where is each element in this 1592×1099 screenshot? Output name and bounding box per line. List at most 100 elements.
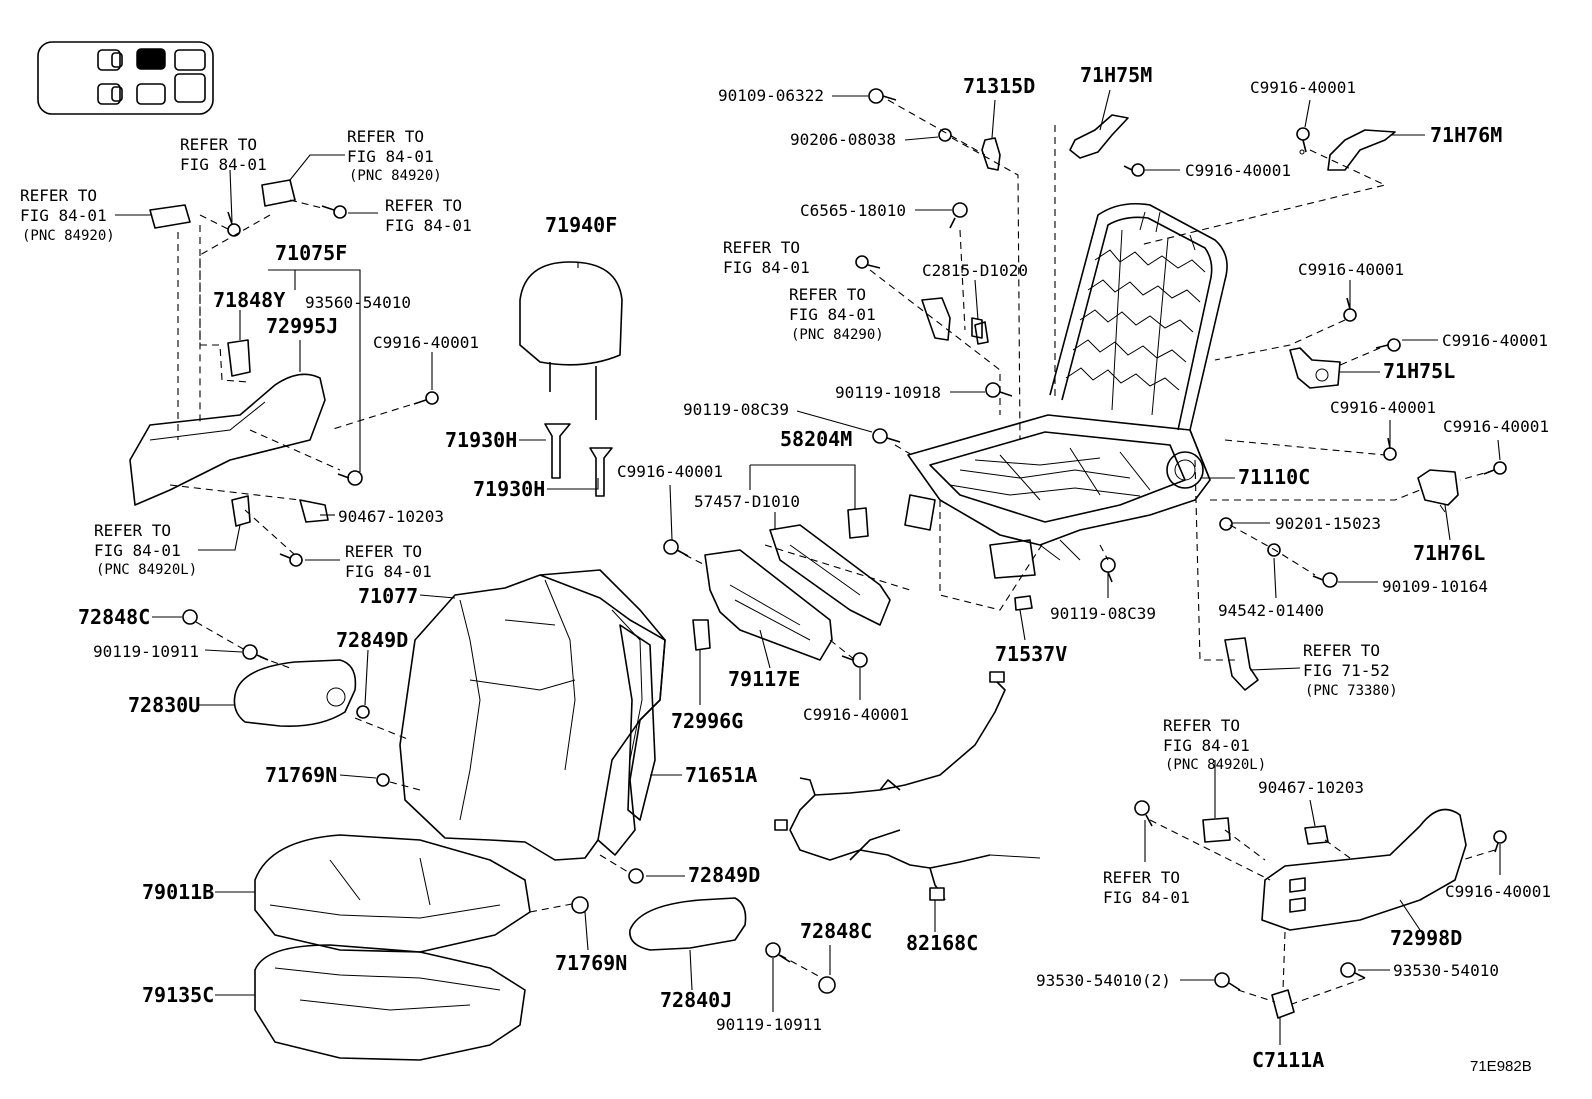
label-72848C-a: 72848C <box>78 605 150 629</box>
label-C9916-40001-79117: C9916-40001 <box>803 705 909 724</box>
label-93530-54010: 93530-54010 <box>1393 961 1499 980</box>
label-C9916-40001-left: C9916-40001 <box>373 333 479 352</box>
label-57457-D1010: 57457-D1010 <box>694 492 800 511</box>
label-71H76M: 71H76M <box>1430 123 1502 147</box>
fasteners-drawing <box>182 88 1507 994</box>
refer-note-6-line2: FIG 84-01 <box>345 562 432 581</box>
label-71848Y: 71848Y <box>213 288 285 312</box>
refer-note-3-line1: REFER TO <box>385 196 462 215</box>
seat-back-cover-drawing <box>399 569 666 861</box>
label-90109-10164: 90109-10164 <box>1382 577 1488 596</box>
label-C9916-40001-r1: C9916-40001 <box>1298 260 1404 279</box>
label-90119-10911-b: 90119-10911 <box>716 1015 822 1034</box>
label-C2815-D1020: C2815-D1020 <box>922 261 1028 280</box>
label-72848C-b: 72848C <box>800 919 872 943</box>
label-72849D-a: 72849D <box>336 628 408 652</box>
label-71769N-b: 71769N <box>555 951 627 975</box>
label-71077: 71077 <box>358 584 418 608</box>
refer-note-11-line1: REFER TO <box>1103 868 1180 887</box>
label-90467-10203-a: 90467-10203 <box>338 507 444 526</box>
label-71H76L: 71H76L <box>1413 541 1485 565</box>
label-90201-15023: 90201-15023 <box>1275 514 1381 533</box>
label-79011B: 79011B <box>142 880 214 904</box>
refer-note-8-line3: (PNC 84290) <box>791 327 884 343</box>
refer-note-1-line2: FIG 84-01 <box>180 155 267 174</box>
refer-note-2-line2: FIG 84-01 <box>347 147 434 166</box>
side-shield-inner-drawing <box>129 179 329 527</box>
label-71315D: 71315D <box>963 74 1035 98</box>
label-71930H-b: 71930H <box>473 477 545 501</box>
refer-note-9-line2: FIG 71-52 <box>1303 661 1390 680</box>
seat-locator-icon <box>37 41 214 115</box>
refer-note-5-line1: REFER TO <box>94 521 171 540</box>
refer-note-10-line3: (PNC 84920L) <box>1165 757 1266 773</box>
label-93560-54010: 93560-54010 <box>305 293 411 312</box>
diagram-code: 71E982B <box>1470 1058 1532 1075</box>
label-90119-10918: 90119-10918 <box>835 383 941 402</box>
label-71H75L: 71H75L <box>1383 359 1455 383</box>
label-71940F: 71940F <box>545 213 617 237</box>
label-71930H-a: 71930H <box>445 428 517 452</box>
label-82168C: 82168C <box>906 931 978 955</box>
refer-note-4-line1: REFER TO <box>20 186 97 205</box>
label-71075F: 71075F <box>275 241 347 265</box>
label-C9916-40001-r3: C9916-40001 <box>1330 398 1436 417</box>
misc-small-parts-drawing <box>921 149 1305 691</box>
label-C9916-40001-top2: C9916-40001 <box>1185 161 1291 180</box>
label-72996G: 72996G <box>671 709 743 733</box>
refer-note-7-line1: REFER TO <box>723 238 800 257</box>
refer-note-10-line1: REFER TO <box>1163 716 1240 735</box>
refer-note-10-line2: FIG 84-01 <box>1163 736 1250 755</box>
refer-note-1-line1: REFER TO <box>180 135 257 154</box>
label-C9916-40001-top1: C9916-40001 <box>1250 78 1356 97</box>
assembly-lines <box>169 99 1496 1005</box>
wire-harness-drawing <box>774 671 1041 901</box>
label-72840J: 72840J <box>660 988 732 1012</box>
refer-note-7-line2: FIG 84-01 <box>723 258 810 277</box>
label-90119-08C39-a: 90119-08C39 <box>683 400 789 419</box>
label-C6565-18010: C6565-18010 <box>800 201 906 220</box>
back-board-drawing <box>692 507 891 661</box>
label-71651A: 71651A <box>685 763 757 787</box>
side-shield-outer-drawing <box>1202 808 1467 1019</box>
label-71769N-a: 71769N <box>265 763 337 787</box>
armrest-72830U-drawing <box>233 659 357 728</box>
label-90206-08038: 90206-08038 <box>790 130 896 149</box>
label-71110C: 71110C <box>1238 465 1310 489</box>
armrest-72840J-drawing <box>629 897 747 951</box>
refer-note-8-line2: FIG 84-01 <box>789 305 876 324</box>
part-labels: 71315D 71H75M 71H76M 71H75L 71H76L 71110… <box>78 63 1551 1072</box>
refer-note-9-line1: REFER TO <box>1303 641 1380 660</box>
refer-note-11-line2: FIG 84-01 <box>1103 888 1190 907</box>
label-72830U: 72830U <box>128 693 200 717</box>
refer-note-2-line1: REFER TO <box>347 127 424 146</box>
label-C7111A: C7111A <box>1252 1048 1324 1072</box>
leader-lines <box>115 89 1501 1045</box>
label-71537V: 71537V <box>995 642 1067 666</box>
label-C9916-40001-br: C9916-40001 <box>1445 882 1551 901</box>
label-C9916-40001-r4: C9916-40001 <box>1443 417 1549 436</box>
label-79117E: 79117E <box>728 667 800 691</box>
refer-note-3-line2: FIG 84-01 <box>385 216 472 235</box>
brackets-drawing <box>981 114 1459 513</box>
label-C9916-40001-r2: C9916-40001 <box>1442 331 1548 350</box>
label-71H75M: 71H75M <box>1080 63 1152 87</box>
refer-notes: REFER TO FIG 84-01 REFER TO FIG 84-01 (P… <box>20 127 1398 907</box>
label-79135C: 79135C <box>142 983 214 1007</box>
label-90467-10203-b: 90467-10203 <box>1258 778 1364 797</box>
label-93530-54010-2: 93530-54010(2) <box>1036 971 1171 990</box>
headrest-drawing <box>519 261 623 497</box>
label-94542-01400: 94542-01400 <box>1218 601 1324 620</box>
seat-frame-drawing <box>904 202 1228 579</box>
refer-note-9-line3: (PNC 73380) <box>1305 683 1398 699</box>
label-58204M: 58204M <box>780 427 852 451</box>
label-72849D-b: 72849D <box>688 863 760 887</box>
label-90119-08C39-b: 90119-08C39 <box>1050 604 1156 623</box>
refer-note-4-line3: (PNC 84920) <box>22 228 115 244</box>
refer-note-4-line2: FIG 84-01 <box>20 206 107 225</box>
label-C9916-40001-mid: C9916-40001 <box>617 462 723 481</box>
refer-note-8-line1: REFER TO <box>789 285 866 304</box>
label-90119-10911-a: 90119-10911 <box>93 642 199 661</box>
refer-note-6-line1: REFER TO <box>345 542 422 561</box>
